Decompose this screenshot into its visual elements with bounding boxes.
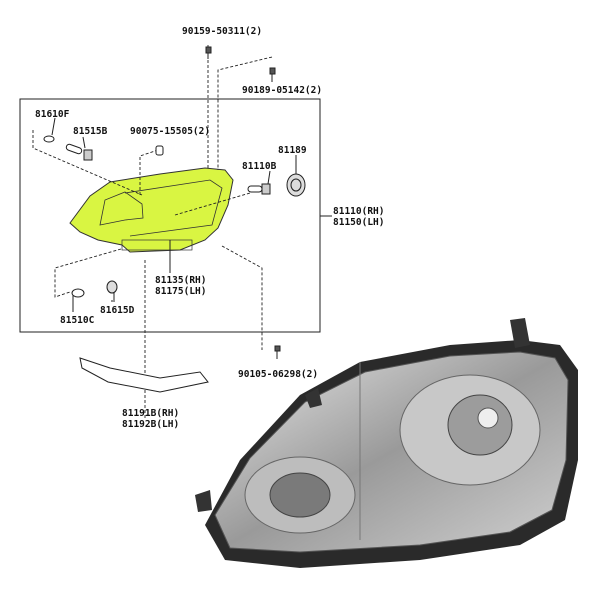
part-label: 81110(RH) [333, 206, 384, 217]
part-label: 81610F [35, 109, 70, 120]
part-label: 81192B(LH) [122, 419, 179, 430]
part-label: 81150(LH) [333, 217, 384, 228]
part-label: 81510C [60, 315, 95, 326]
socket-icon [106, 280, 118, 302]
part-label: 81175(LH) [155, 286, 206, 297]
part-label: 81191B(RH) [122, 408, 179, 419]
bolt-icon [205, 46, 212, 59]
bolt-icon [269, 67, 276, 82]
bulb-cap-icon [43, 135, 55, 143]
part-label: 90159-50311(2) [182, 26, 262, 37]
headlight-housing-highlight [69, 167, 234, 253]
part-label: 81135(RH) [155, 275, 206, 286]
bracket-icon [79, 357, 209, 393]
headlight-photo [195, 318, 578, 568]
bulb-icon [65, 143, 93, 161]
side-bulb-icon [247, 183, 271, 195]
part-label: 90105-06298(2) [238, 369, 318, 380]
screw-icon [274, 345, 281, 359]
part-label: 81615D [100, 305, 135, 316]
part-label: 90189-05142(2) [242, 85, 322, 96]
part-label: 81110B [242, 161, 277, 172]
part-label: 90075-15505(2) [130, 126, 210, 137]
cap-icon [286, 173, 306, 197]
part-label: 81515B [73, 126, 108, 137]
clip-icon [155, 145, 164, 156]
part-label: 81189 [278, 145, 307, 156]
small-bulb-icon [71, 288, 85, 312]
